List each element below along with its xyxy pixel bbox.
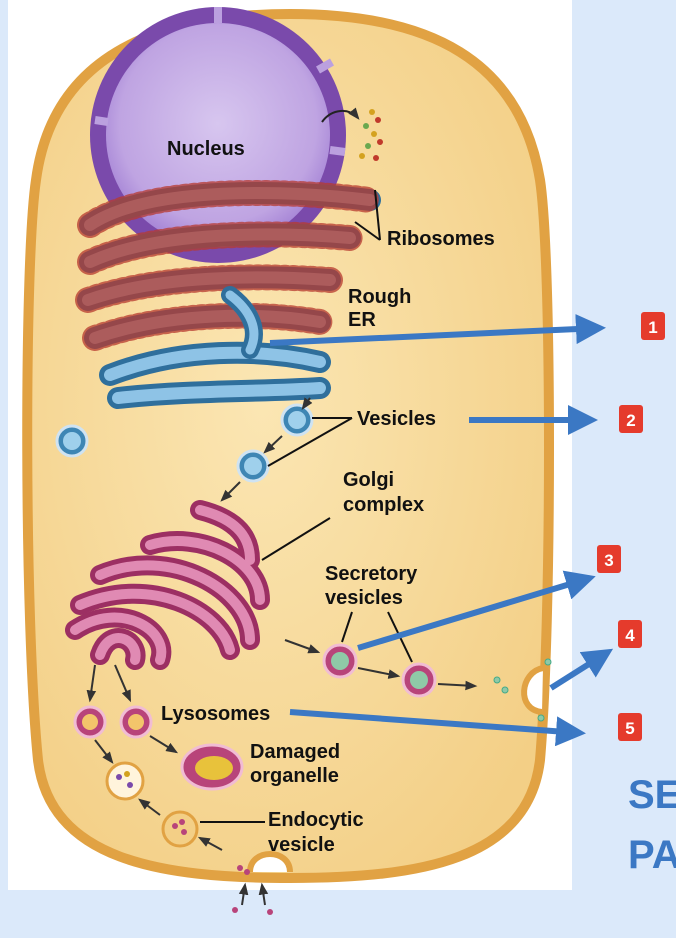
svg-text:5: 5	[625, 719, 634, 738]
side-text-line-2: PA	[628, 833, 676, 877]
mrna-export-arrow	[321, 107, 360, 123]
transport-vesicles	[55, 403, 314, 483]
label-nucleus: Nucleus	[167, 138, 245, 160]
svg-text:1: 1	[648, 318, 657, 337]
label-secretory-1: Secretory	[325, 563, 418, 585]
label-endocytic-2: vesicle	[268, 834, 335, 856]
autophagic-vesicle	[105, 761, 145, 801]
svg-text:3: 3	[604, 551, 613, 570]
label-damaged-2: organelle	[250, 765, 339, 787]
label-golgi-2: complex	[343, 494, 424, 516]
exocytosis-opening	[521, 665, 544, 715]
label-secretory-2: vesicles	[325, 587, 403, 609]
pointer-arrows	[269, 314, 614, 747]
label-ribosomes: Ribosomes	[387, 228, 495, 250]
rough-er	[75, 179, 383, 409]
label-endocytic-1: Endocytic	[268, 809, 364, 831]
secretory-vesicles	[322, 643, 437, 698]
label-vesicles: Vesicles	[357, 408, 436, 430]
damaged-organelle	[180, 743, 244, 791]
badge-4: 4	[618, 620, 642, 648]
lysosomes	[73, 705, 153, 739]
endocytosis-pit	[247, 851, 293, 873]
label-golgi-1: Golgi	[343, 469, 394, 491]
label-rough-er-2: ER	[348, 309, 376, 331]
badge-1: 1	[641, 312, 665, 340]
badge-3: 3	[597, 545, 621, 573]
badge-2: 2	[619, 405, 643, 433]
side-text-line-1: SE	[628, 773, 676, 817]
endocytic-vesicle-shape	[161, 810, 199, 848]
svg-text:2: 2	[626, 411, 635, 430]
ligands	[232, 865, 273, 915]
svg-text:4: 4	[625, 626, 635, 645]
label-damaged-1: Damaged	[250, 741, 340, 763]
mrna-cluster	[359, 109, 383, 161]
golgi-complex	[65, 500, 270, 670]
label-rough-er-1: Rough	[348, 286, 411, 308]
secreted-proteins	[493, 658, 552, 722]
label-lysosomes: Lysosomes	[161, 703, 270, 725]
leader-lines	[200, 189, 413, 823]
badge-5: 5	[618, 713, 642, 741]
